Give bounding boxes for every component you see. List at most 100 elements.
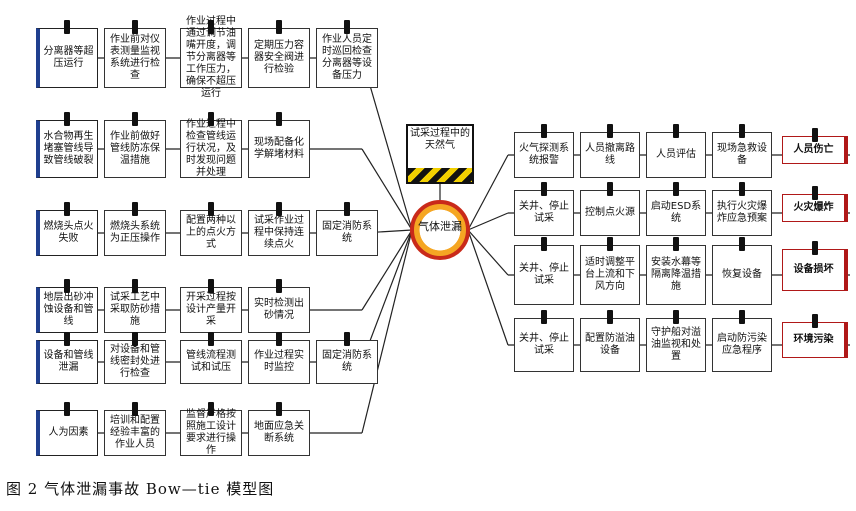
consequence-barrier: 配置防溢油设备 (580, 318, 640, 372)
connector-line (467, 229, 509, 346)
threat-node: 人为因素 (36, 410, 98, 456)
consequence-barrier: 人员撤离路线 (580, 132, 640, 178)
threat-barrier: 地面应急关断系统 (248, 410, 310, 456)
consequence-barrier: 现场急救设备 (712, 132, 772, 178)
barrier-tab-icon (132, 279, 138, 293)
barrier-tab-icon (344, 332, 350, 346)
consequence-barrier: 人员评估 (646, 132, 706, 178)
barrier-tab-icon (208, 112, 214, 126)
barrier-tab-icon (64, 279, 70, 293)
barrier-tab-icon (132, 20, 138, 34)
barrier-tab-icon (673, 310, 679, 324)
barrier-tab-icon (64, 20, 70, 34)
threat-barrier: 管线流程测试和试压 (180, 340, 242, 384)
threat-barrier: 开采过程按设计产量开采 (180, 287, 242, 333)
consequence-barrier: 适时调整平台上流和下风方向 (580, 245, 640, 305)
threat-barrier: 燃烧头系统为正压操作 (104, 210, 166, 256)
threat-barrier: 作业过程中通过调节油嘴开度，调节分离器等工作压力，确保不超压运行 (180, 16, 242, 99)
consequence-barrier: 守护船对溢油监视和处置 (646, 318, 706, 372)
threat-barrier: 作业前做好管线防冻保温措施 (104, 120, 166, 178)
connector-line (467, 212, 509, 231)
barrier-tab-icon (673, 124, 679, 138)
barrier-tab-icon (64, 202, 70, 216)
barrier-tab-icon (208, 332, 214, 346)
barrier-tab-icon (132, 112, 138, 126)
consequence-barrier: 关井、停止试采 (514, 318, 574, 372)
barrier-tab-icon (64, 332, 70, 346)
threat-barrier: 培训和配置经验丰富的作业人员 (104, 410, 166, 456)
barrier-tab-icon (541, 237, 547, 251)
top-event-label: 气体泄漏 (418, 220, 462, 233)
connector-line (467, 154, 509, 231)
barrier-tab-icon (673, 237, 679, 251)
connector-line (467, 229, 509, 276)
threat-barrier: 固定消防系统 (316, 210, 378, 256)
barrier-tab-icon (276, 20, 282, 34)
barrier-tab-icon (812, 241, 818, 255)
barrier-tab-icon (64, 402, 70, 416)
threat-barrier: 作业过程中检查管线运行状况，及时发现问题并处理 (180, 119, 242, 178)
threat-barrier: 对设备和管线密封处进行检查 (104, 340, 166, 384)
hazard-box: 试采过程中的天然气 (406, 124, 474, 184)
threat-barrier: 定期压力容器安全阀进行检验 (248, 28, 310, 88)
consequence-node: 设备损坏 (782, 249, 848, 291)
connector-line (361, 229, 413, 434)
consequence-barrier: 执行火灾爆炸应急预案 (712, 190, 772, 236)
consequence-barrier: 关井、停止试采 (514, 245, 574, 305)
figure-caption: 图 2 气体泄漏事故 Bow—tie 模型图 (6, 480, 275, 498)
threat-barrier: 配置两种以上的点火方式 (180, 210, 242, 256)
barrier-tab-icon (607, 124, 613, 138)
threat-barrier: 固定消防系统 (316, 340, 378, 384)
barrier-tab-icon (132, 202, 138, 216)
barrier-tab-icon (673, 182, 679, 196)
barrier-tab-icon (607, 310, 613, 324)
threat-barrier: 作业前对仪表测量监视系统进行检查 (104, 28, 166, 88)
threat-barrier: 实时检测出砂情况 (248, 287, 310, 333)
barrier-tab-icon (208, 20, 214, 34)
barrier-tab-icon (132, 402, 138, 416)
consequence-barrier: 火气探测系统报警 (514, 132, 574, 178)
connector-line (361, 148, 413, 231)
consequence-barrier: 关井、停止试采 (514, 190, 574, 236)
barrier-tab-icon (739, 310, 745, 324)
barrier-tab-icon (739, 124, 745, 138)
consequence-node: 人员伤亡 (782, 136, 848, 164)
threat-node: 水合物再生堵塞管线导致管线破裂 (36, 120, 98, 178)
threat-node: 地层出砂冲蚀设备和管线 (36, 287, 98, 333)
barrier-tab-icon (276, 202, 282, 216)
consequence-barrier: 启动防污染应急程序 (712, 318, 772, 372)
barrier-tab-icon (132, 332, 138, 346)
barrier-tab-icon (64, 112, 70, 126)
barrier-tab-icon (812, 186, 818, 200)
barrier-tab-icon (276, 279, 282, 293)
barrier-tab-icon (812, 314, 818, 328)
barrier-tab-icon (208, 202, 214, 216)
consequence-barrier: 安装水幕等隔离降温措施 (646, 245, 706, 305)
barrier-tab-icon (344, 20, 350, 34)
connector-line (361, 229, 413, 311)
barrier-tab-icon (344, 202, 350, 216)
consequence-barrier: 启动ESD系统 (646, 190, 706, 236)
consequence-barrier: 恢复设备 (712, 245, 772, 305)
threat-node: 燃烧头点火失败 (36, 210, 98, 256)
threat-barrier: 试采作业过程中保持连续点火 (248, 210, 310, 256)
barrier-tab-icon (276, 112, 282, 126)
barrier-tab-icon (541, 310, 547, 324)
threat-barrier: 作业人员定时巡回检查分离器等设备压力 (316, 28, 378, 88)
barrier-tab-icon (739, 182, 745, 196)
barrier-tab-icon (208, 402, 214, 416)
consequence-barrier: 控制点火源 (580, 190, 640, 236)
threat-barrier: 监督严格按照施工设计要求进行操作 (180, 409, 242, 456)
barrier-tab-icon (276, 402, 282, 416)
barrier-tab-icon (812, 128, 818, 142)
threat-node: 设备和管线泄漏 (36, 340, 98, 384)
threat-barrier: 试采工艺中采取防砂措施 (104, 287, 166, 333)
threat-barrier: 作业过程实时监控 (248, 340, 310, 384)
barrier-tab-icon (541, 124, 547, 138)
barrier-tab-icon (607, 237, 613, 251)
hazard-stripes (408, 168, 472, 182)
barrier-tab-icon (276, 332, 282, 346)
barrier-tab-icon (208, 279, 214, 293)
hazard-label: 试采过程中的天然气 (410, 128, 470, 151)
